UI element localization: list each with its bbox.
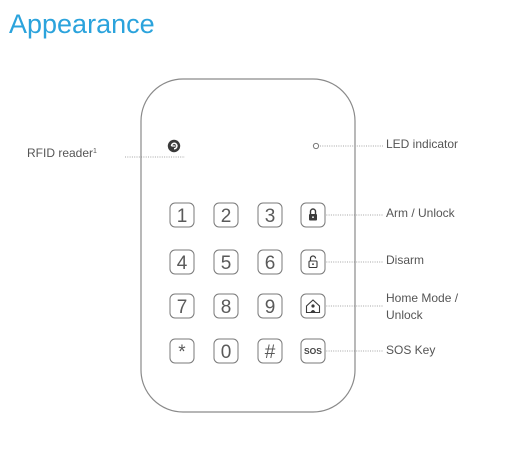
- key-5[interactable]: 5: [213, 249, 239, 275]
- key-hash-label: #: [265, 342, 276, 363]
- leader-lines: [125, 145, 383, 352]
- home-person-icon: [305, 299, 321, 314]
- key-0-label: 0: [221, 342, 232, 363]
- key-6-label: 6: [265, 253, 276, 274]
- key-3[interactable]: 3: [257, 202, 283, 228]
- padlock-closed-icon: [309, 208, 317, 221]
- led-indicator-dot: [312, 142, 320, 150]
- key-9-label: 9: [265, 297, 276, 318]
- key-star-label: *: [178, 342, 186, 363]
- home-mode-label-line1: Home Mode /: [386, 291, 459, 305]
- arm-unlock-label: Arm / Unlock: [386, 206, 456, 220]
- key-8[interactable]: 8: [213, 293, 239, 319]
- key-3-label: 3: [265, 206, 276, 227]
- home-mode-label-line2: Unlock: [386, 308, 424, 322]
- home-mode-key[interactable]: [300, 293, 326, 319]
- padlock-open-icon: [308, 255, 318, 269]
- arm-key[interactable]: [300, 202, 326, 228]
- keypad-body: [140, 78, 356, 413]
- key-7[interactable]: 7: [169, 293, 195, 319]
- key-2-label: 2: [221, 206, 232, 227]
- key-hash[interactable]: #: [257, 338, 283, 364]
- key-1[interactable]: 1: [169, 202, 195, 228]
- key-8-label: 8: [221, 297, 232, 318]
- key-5-label: 5: [221, 253, 232, 274]
- key-1-label: 1: [177, 206, 188, 227]
- etiger-logo-icon: [167, 139, 181, 153]
- sos-key[interactable]: SOS: [300, 338, 326, 364]
- key-4[interactable]: 4: [169, 249, 195, 275]
- key-star[interactable]: *: [169, 338, 195, 364]
- key-2[interactable]: 2: [213, 202, 239, 228]
- disarm-key[interactable]: [300, 249, 326, 275]
- sos-key-label: SOS: [304, 346, 322, 356]
- key-6[interactable]: 6: [257, 249, 283, 275]
- key-9[interactable]: 9: [257, 293, 283, 319]
- disarm-label: Disarm: [386, 253, 424, 267]
- sos-key-callout-label: SOS Key: [386, 343, 435, 357]
- led-indicator-label: LED indicator: [386, 137, 458, 151]
- rfid-reader-label: RFID reader1: [27, 146, 97, 160]
- key-4-label: 4: [177, 253, 188, 274]
- key-7-label: 7: [177, 297, 188, 318]
- page-title: Appearance: [9, 9, 155, 39]
- key-0[interactable]: 0: [213, 338, 239, 364]
